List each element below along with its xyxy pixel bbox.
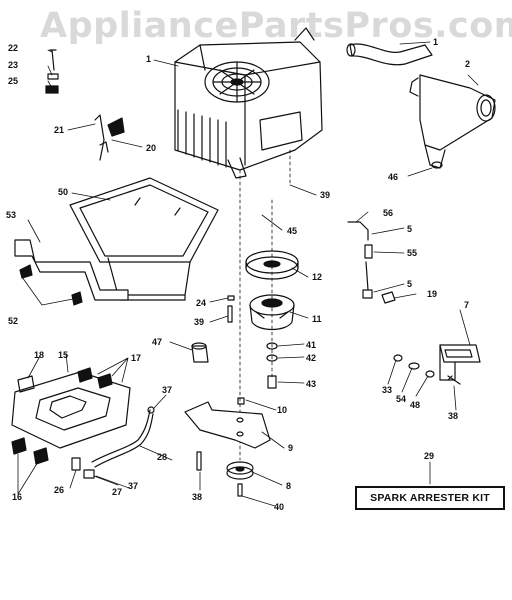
callout-37-top: 37: [162, 385, 173, 395]
callout-19: 19: [427, 289, 438, 299]
fasteners-top-left: [45, 49, 125, 161]
callout-7: 7: [464, 300, 470, 310]
callout-26: 26: [54, 485, 65, 495]
callout-8: 8: [286, 481, 292, 491]
callout-38-left: 38: [192, 492, 203, 502]
callout-42: 42: [306, 353, 317, 363]
pin-24-39: [227, 295, 235, 323]
callout-20: 20: [146, 143, 157, 153]
washers-41-42: [266, 342, 278, 362]
clutch-11: [249, 294, 295, 331]
engine-assembly: [174, 27, 323, 179]
callout-48: 48: [410, 400, 421, 410]
callout-41: 41: [306, 340, 317, 350]
callout-53: 53: [6, 210, 17, 220]
pan-50: [69, 177, 219, 301]
callout-22: 22: [8, 43, 19, 53]
spacer-47: [191, 342, 209, 363]
callout-29: 29: [424, 451, 435, 461]
callout-56: 56: [383, 208, 394, 218]
callout-45: 45: [287, 226, 298, 236]
callout-46: 46: [388, 172, 399, 182]
spark-arrester-kit-box: SPARK ARRESTER KIT: [355, 486, 505, 510]
callout-5-top: 5: [407, 224, 413, 234]
callout-28: 28: [157, 452, 168, 462]
fittings-26-27: [71, 457, 95, 479]
callout-39-top: 39: [320, 190, 331, 200]
callout-37-bottom: 37: [128, 481, 139, 491]
callout-2: 2: [465, 59, 471, 69]
spark-arrester-kit-label: SPARK ARRESTER KIT: [370, 492, 490, 504]
callout-38-right: 38: [448, 411, 459, 421]
callout-55: 55: [407, 248, 418, 258]
callout-52: 52: [8, 316, 19, 326]
air-cleaner: [11, 367, 131, 465]
bolt-43: [267, 375, 277, 389]
callout-43: 43: [306, 379, 317, 389]
callout-40: 40: [274, 502, 285, 512]
callout-5-bottom: 5: [407, 279, 413, 289]
callout-39-mid: 39: [194, 317, 205, 327]
muffler: [346, 43, 496, 169]
callout-23: 23: [8, 60, 19, 70]
leader-lines: [17, 41, 479, 507]
callout-15: 15: [58, 350, 69, 360]
callout-10: 10: [277, 405, 288, 415]
callout-17: 17: [131, 353, 142, 363]
callout-50: 50: [58, 187, 69, 197]
hose-28: [91, 406, 155, 468]
callout-24: 24: [196, 298, 207, 308]
callout-27: 27: [112, 487, 123, 497]
pulley-8: [226, 461, 254, 480]
callout-21: 21: [54, 125, 65, 135]
watermark: AppliancePartsPros.com: [40, 6, 512, 46]
callout-11: 11: [312, 314, 322, 324]
callout-54: 54: [396, 394, 407, 404]
bracket-7: [393, 344, 481, 385]
plate-9: [184, 397, 271, 449]
fuel-line: [347, 221, 396, 304]
callout-18: 18: [34, 350, 45, 360]
callout-47: 47: [152, 337, 163, 347]
callout-33: 33: [382, 385, 393, 395]
callout-25: 25: [8, 76, 19, 86]
callout-12: 12: [312, 272, 323, 282]
callout-1-pipe: 1: [433, 37, 439, 47]
callout-9: 9: [288, 443, 294, 453]
callout-1-engine: 1: [146, 54, 152, 64]
callout-16: 16: [12, 492, 23, 502]
